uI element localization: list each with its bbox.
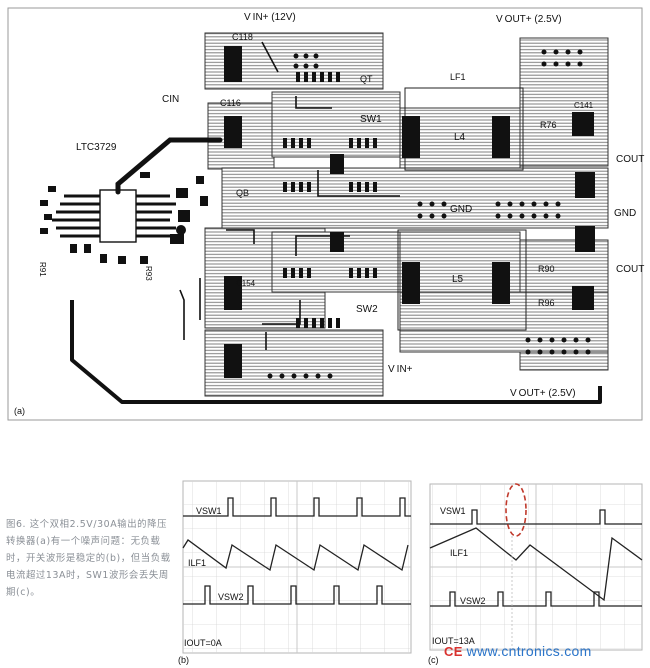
watermark-logo: CE [444, 644, 463, 659]
inductor-l5-outline [397, 229, 527, 331]
label-gnd-right: GND [614, 208, 636, 219]
label-r90: R90 [538, 264, 555, 274]
pad-arrays [283, 72, 377, 328]
scope-c-label-iout: IOUT=13A [432, 636, 475, 646]
label-vin-top: V IN+ (12V) [244, 12, 296, 23]
figure-caption: 图6. 这个双相2.5V/30A输出的降压转换器(a)有一个噪声问题：无负载时，… [6, 519, 171, 598]
cap-c118 [224, 46, 242, 82]
panel-label-a: (a) [14, 406, 25, 416]
label-c116: C116 [220, 98, 241, 108]
scope-c: VSW1 ILF1 VSW2 IOUT=13A (c) [428, 483, 643, 665]
label-qb: QB [236, 188, 249, 198]
sw2-pour [271, 231, 401, 293]
signal-traces [179, 41, 400, 350]
label-l5: L5 [452, 274, 464, 285]
cap-c141 [572, 112, 594, 136]
cap-cout-top [575, 172, 595, 198]
label-r91: R91 [38, 262, 47, 277]
waveform-b-vsw2 [183, 585, 411, 605]
label-vin-bottom: V IN+ [388, 364, 413, 375]
label-vout-top: V OUT+ (2.5V) [496, 14, 562, 25]
label-sw2: SW2 [356, 304, 378, 315]
pcb-layout: V IN+ (12V) V OUT+ (2.5V) C118 QT LF1 CI… [7, 7, 644, 421]
label-cout-bottom: COUT [616, 264, 644, 275]
scope-b: VSW1 ILF1 VSW2 IOUT=0A (b) [178, 480, 412, 665]
waveform-b-ilf1 [182, 539, 409, 572]
label-gnd-center: GND [450, 204, 472, 215]
label-r96: R96 [538, 298, 555, 308]
panel-label-b: (b) [178, 655, 189, 665]
cap-r96 [572, 286, 594, 310]
cap-vin-bottom [224, 344, 242, 378]
scope-b-label-ilf1: ILF1 [188, 558, 206, 568]
panel-label-c: (c) [428, 655, 439, 665]
waveform-c-vsw2 [430, 591, 642, 607]
label-qt: QT [360, 74, 373, 84]
mosfet-center-1 [330, 154, 344, 174]
cap-c154 [224, 276, 242, 310]
scope-b-label-iout: IOUT=0A [184, 638, 222, 648]
scope-b-label-vsw2: VSW2 [218, 592, 244, 602]
label-sw1: SW1 [360, 114, 382, 125]
watermark-text: www.cntronics.com [466, 643, 592, 659]
cap-c116 [224, 116, 242, 148]
ic-ltc3729 [99, 189, 137, 243]
waveform-c-vsw1 [430, 509, 642, 525]
scope-c-label-ilf1: ILF1 [450, 548, 468, 558]
waveform-b-vsw1 [183, 497, 411, 517]
label-c154: C154 [236, 279, 256, 288]
label-r93: R93 [144, 266, 153, 281]
vias [267, 49, 591, 379]
label-r76: R76 [540, 120, 557, 130]
cap-cout-bottom [575, 226, 595, 252]
scope-c-label-vsw1: VSW1 [440, 506, 466, 516]
scope-b-label-vsw1: VSW1 [196, 506, 222, 516]
label-l4: L4 [454, 132, 466, 143]
label-ltc3729: LTC3729 [76, 142, 117, 153]
scope-c-label-vsw2: VSW2 [460, 596, 486, 606]
label-c118: C118 [232, 32, 253, 42]
inductor-l5-pad-right [492, 262, 510, 304]
label-cout-top: COUT [616, 154, 644, 165]
trace-feedback-bottom [70, 300, 602, 404]
inductor-l4-pad-left [402, 116, 420, 158]
controller-ic-area [40, 172, 208, 264]
trace-feedback-top [115, 137, 223, 195]
mosfet-center-2 [330, 232, 344, 252]
missing-cycle-highlight [505, 483, 527, 537]
label-c141: C141 [574, 101, 594, 110]
gnd-pour [221, 167, 609, 229]
waveform-c-ilf1 [429, 527, 643, 602]
label-lf1: LF1 [450, 72, 466, 82]
label-vout-bottom: V OUT+ (2.5V) [510, 388, 576, 399]
vout-top-pour [519, 37, 609, 167]
inductor-l4-pad-right [492, 116, 510, 158]
label-cin: CIN [162, 94, 179, 105]
inductor-l5-pad-left [402, 262, 420, 304]
power-components [224, 46, 595, 378]
